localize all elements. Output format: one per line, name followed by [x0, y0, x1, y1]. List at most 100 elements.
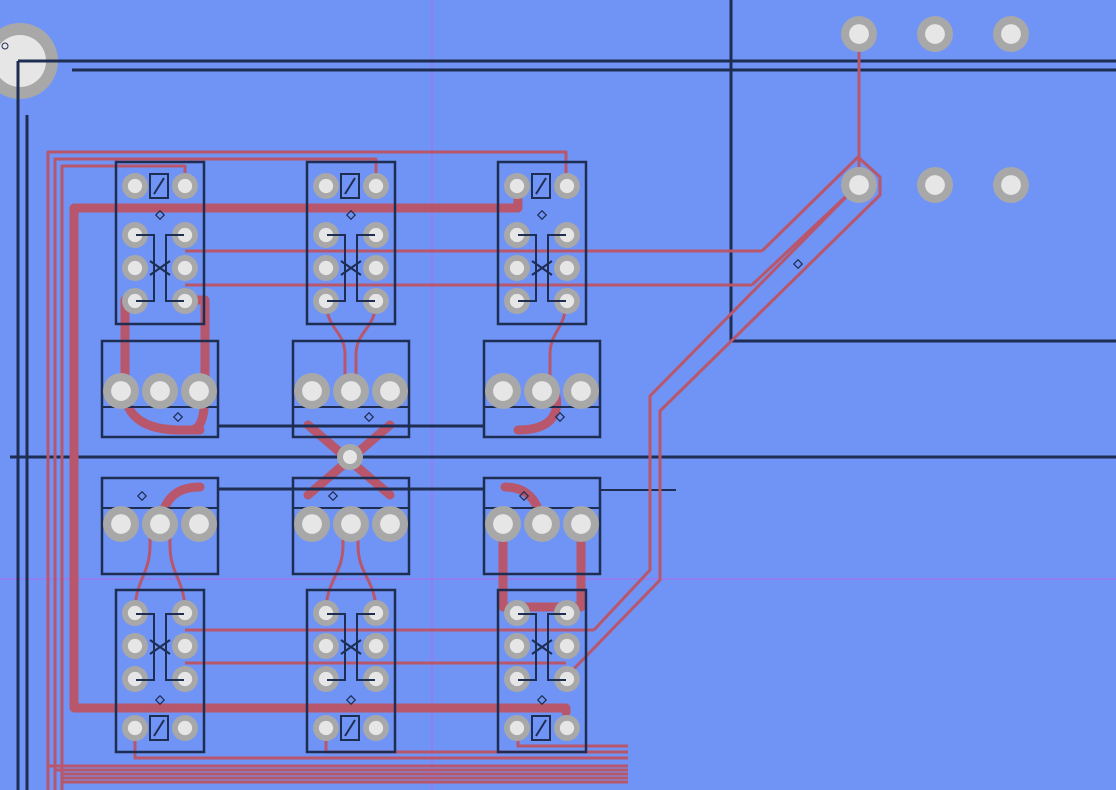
switch-pad-right-3[interactable]: [554, 715, 580, 741]
switch-pad-left-0[interactable]: [313, 173, 339, 199]
switch-pad-right-3[interactable]: [172, 288, 198, 314]
terminal-pad-0[interactable]: [485, 373, 521, 409]
diode-outline: [340, 173, 360, 199]
terminal-pad-1[interactable]: [333, 373, 369, 409]
terminal-pad-0[interactable]: [103, 506, 139, 542]
switch-pad-right-0-hole: [368, 178, 384, 194]
switch-pad-right-2[interactable]: [172, 666, 198, 692]
mounting-hole-marker: [1, 42, 9, 50]
switch-pad-left-1[interactable]: [504, 633, 530, 659]
switch-pad-left-3[interactable]: [504, 715, 530, 741]
switch-pad-left-1[interactable]: [122, 222, 148, 248]
switch-top-0[interactable]: [114, 160, 206, 326]
terminal-pad-0[interactable]: [485, 506, 521, 542]
switch-pad-right-1[interactable]: [172, 222, 198, 248]
switch-pad-right-0-hole: [177, 178, 193, 194]
switch-pad-right-3[interactable]: [172, 715, 198, 741]
components-layer: [100, 160, 602, 754]
switch-bottom-2[interactable]: [496, 588, 588, 754]
switch-pad-right-1-hole: [368, 638, 384, 654]
switch-pad-right-1[interactable]: [172, 633, 198, 659]
terminal-pad-2[interactable]: [181, 506, 217, 542]
switch-pad-left-3[interactable]: [504, 288, 530, 314]
switch-pad-left-0[interactable]: [504, 600, 530, 626]
switch-pad-right-3[interactable]: [554, 288, 580, 314]
terminal-pad-1[interactable]: [142, 506, 178, 542]
terminal-pad-1[interactable]: [524, 373, 560, 409]
switch-pad-left-1[interactable]: [313, 222, 339, 248]
switch-pad-left-0-hole: [318, 178, 334, 194]
switch-pad-right-1[interactable]: [554, 633, 580, 659]
switch-pad-left-0[interactable]: [122, 173, 148, 199]
switch-pad-left-2[interactable]: [504, 255, 530, 281]
terminal-pad-2[interactable]: [563, 506, 599, 542]
switch-pad-right-0[interactable]: [363, 173, 389, 199]
switch-pad-left-3[interactable]: [313, 715, 339, 741]
switch-pad-left-0[interactable]: [313, 600, 339, 626]
terminal-block-bottom-1[interactable]: [291, 476, 411, 576]
terminal-pad-0[interactable]: [294, 506, 330, 542]
terminal-pad-2-hole: [571, 514, 591, 534]
header-connector: [841, 16, 1029, 203]
terminal-pad-2[interactable]: [372, 506, 408, 542]
switch-pad-left-2[interactable]: [504, 666, 530, 692]
switch-top-1[interactable]: [305, 160, 397, 326]
switch-pad-right-2[interactable]: [363, 666, 389, 692]
switch-pad-right-0[interactable]: [554, 600, 580, 626]
switch-contacts: [327, 613, 375, 681]
terminal-pad-1[interactable]: [524, 506, 560, 542]
switch-pad-right-3[interactable]: [363, 288, 389, 314]
switch-pad-right-1[interactable]: [363, 222, 389, 248]
header-pin-1[interactable]: [917, 16, 953, 52]
header-pin-3[interactable]: [841, 167, 877, 203]
terminal-block-top-2[interactable]: [482, 339, 602, 439]
diode-mark: [153, 177, 165, 195]
header-pin-0[interactable]: [841, 16, 877, 52]
terminal-block-bottom-0[interactable]: [100, 476, 220, 576]
switch-pad-left-3[interactable]: [122, 288, 148, 314]
switch-pad-right-0[interactable]: [363, 600, 389, 626]
terminal-block-bottom-2[interactable]: [482, 476, 602, 576]
terminal-marker: [518, 490, 530, 502]
switch-pad-right-2[interactable]: [363, 255, 389, 281]
switch-pad-left-1[interactable]: [313, 633, 339, 659]
switch-top-2[interactable]: [496, 160, 588, 326]
terminal-pad-2[interactable]: [372, 373, 408, 409]
switch-pad-right-2[interactable]: [554, 255, 580, 281]
terminal-block-top-1[interactable]: [291, 339, 411, 439]
header-marker-diamond: [792, 258, 804, 270]
switch-pad-left-0[interactable]: [122, 600, 148, 626]
header-pin-4[interactable]: [917, 167, 953, 203]
switch-pad-right-0[interactable]: [172, 600, 198, 626]
terminal-pad-0[interactable]: [294, 373, 330, 409]
header-pin-2[interactable]: [993, 16, 1029, 52]
terminal-block-top-0[interactable]: [100, 339, 220, 439]
switch-pad-right-1[interactable]: [554, 222, 580, 248]
terminal-pad-1[interactable]: [333, 506, 369, 542]
switch-contacts: [136, 234, 184, 302]
terminal-pad-0[interactable]: [103, 373, 139, 409]
terminal-pad-1[interactable]: [142, 373, 178, 409]
switch-pad-right-3[interactable]: [363, 715, 389, 741]
switch-pad-right-0[interactable]: [172, 173, 198, 199]
switch-pad-left-2[interactable]: [122, 255, 148, 281]
switch-pad-left-2[interactable]: [313, 666, 339, 692]
terminal-pad-2[interactable]: [563, 373, 599, 409]
switch-pad-left-2[interactable]: [122, 666, 148, 692]
switch-pad-right-0[interactable]: [554, 173, 580, 199]
switch-pad-right-2[interactable]: [554, 666, 580, 692]
header-pin-5[interactable]: [993, 167, 1029, 203]
switch-pad-right-1[interactable]: [363, 633, 389, 659]
switch-pad-right-2[interactable]: [172, 255, 198, 281]
switch-pad-left-2[interactable]: [313, 255, 339, 281]
switch-bottom-1[interactable]: [305, 588, 397, 754]
switch-bottom-0[interactable]: [114, 588, 206, 754]
switch-pad-left-1[interactable]: [122, 633, 148, 659]
terminal-pad-2[interactable]: [181, 373, 217, 409]
switch-pad-left-0[interactable]: [504, 173, 530, 199]
switch-pad-left-3[interactable]: [313, 288, 339, 314]
switch-pad-right-3-hole: [559, 720, 575, 736]
switch-pad-left-1[interactable]: [504, 222, 530, 248]
switch-pad-left-3[interactable]: [122, 715, 148, 741]
